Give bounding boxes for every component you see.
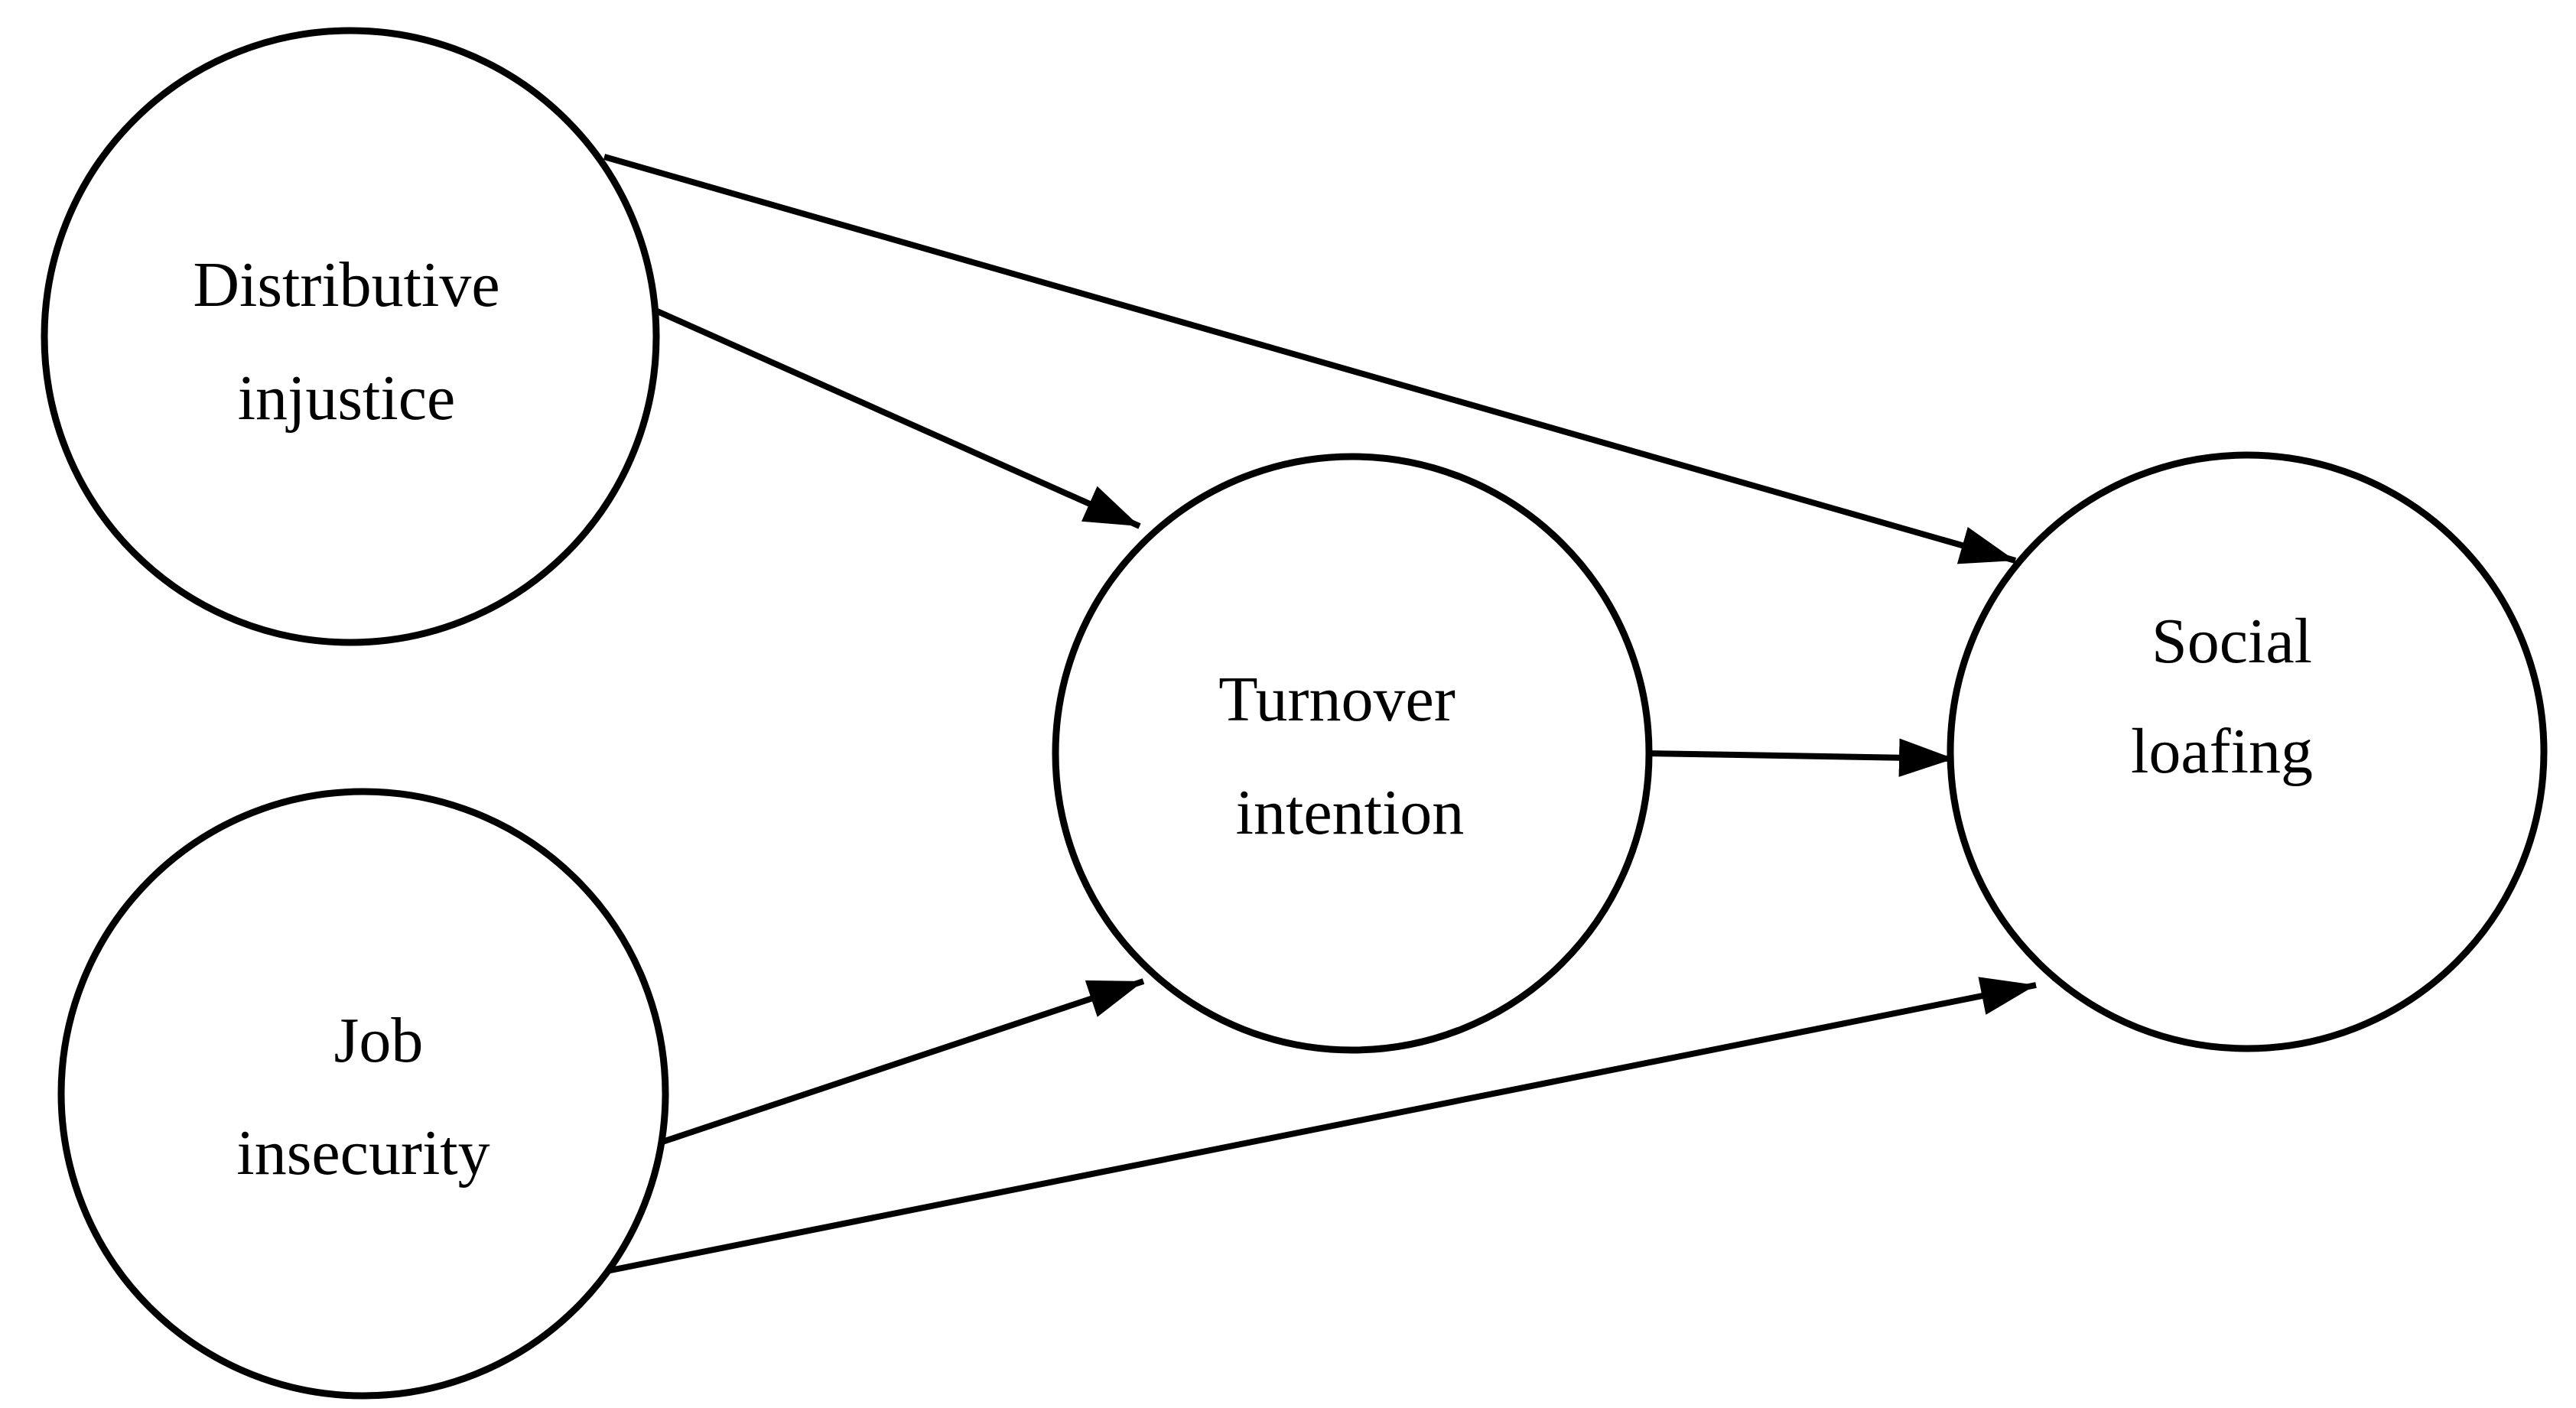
edge-job-insecurity-to-social-loafing — [606, 977, 2037, 1274]
node-social-loafing-circle — [1947, 451, 2548, 1052]
node-turnover-intention: Turnover intention — [1052, 453, 1653, 1054]
node-distributive-injustice-circle — [41, 27, 660, 646]
node-job-insecurity-circle — [57, 788, 669, 1400]
node-distributive-injustice: Distributive injustice — [41, 27, 660, 646]
node-social-loafing: Social loafing — [1947, 451, 2548, 1052]
node-job-insecurity-label-line1: Job — [334, 1005, 424, 1076]
node-social-loafing-label-line2: loafing — [2131, 716, 2313, 787]
edge-job-insecurity-to-turnover-intention — [656, 978, 1145, 1146]
node-turnover-intention-label-line2: intention — [1236, 777, 1465, 848]
edge-turnover-intention-to-social-loafing — [1647, 738, 1955, 777]
node-distributive-injustice-label-line1: Distributive — [193, 249, 499, 320]
node-social-loafing-label-line1: Social — [2152, 606, 2312, 677]
node-turnover-intention-label-line1: Turnover — [1218, 664, 1456, 735]
edge-distributive-injustice-to-turnover-intention — [652, 307, 1141, 529]
node-job-insecurity-label-line2: insecurity — [236, 1117, 490, 1189]
node-job-insecurity: Job insecurity — [57, 788, 669, 1400]
node-distributive-injustice-label-line2: injustice — [238, 363, 456, 434]
node-turnover-intention-circle — [1052, 453, 1653, 1054]
edge-distributive-injustice-to-social-loafing — [603, 154, 2017, 564]
